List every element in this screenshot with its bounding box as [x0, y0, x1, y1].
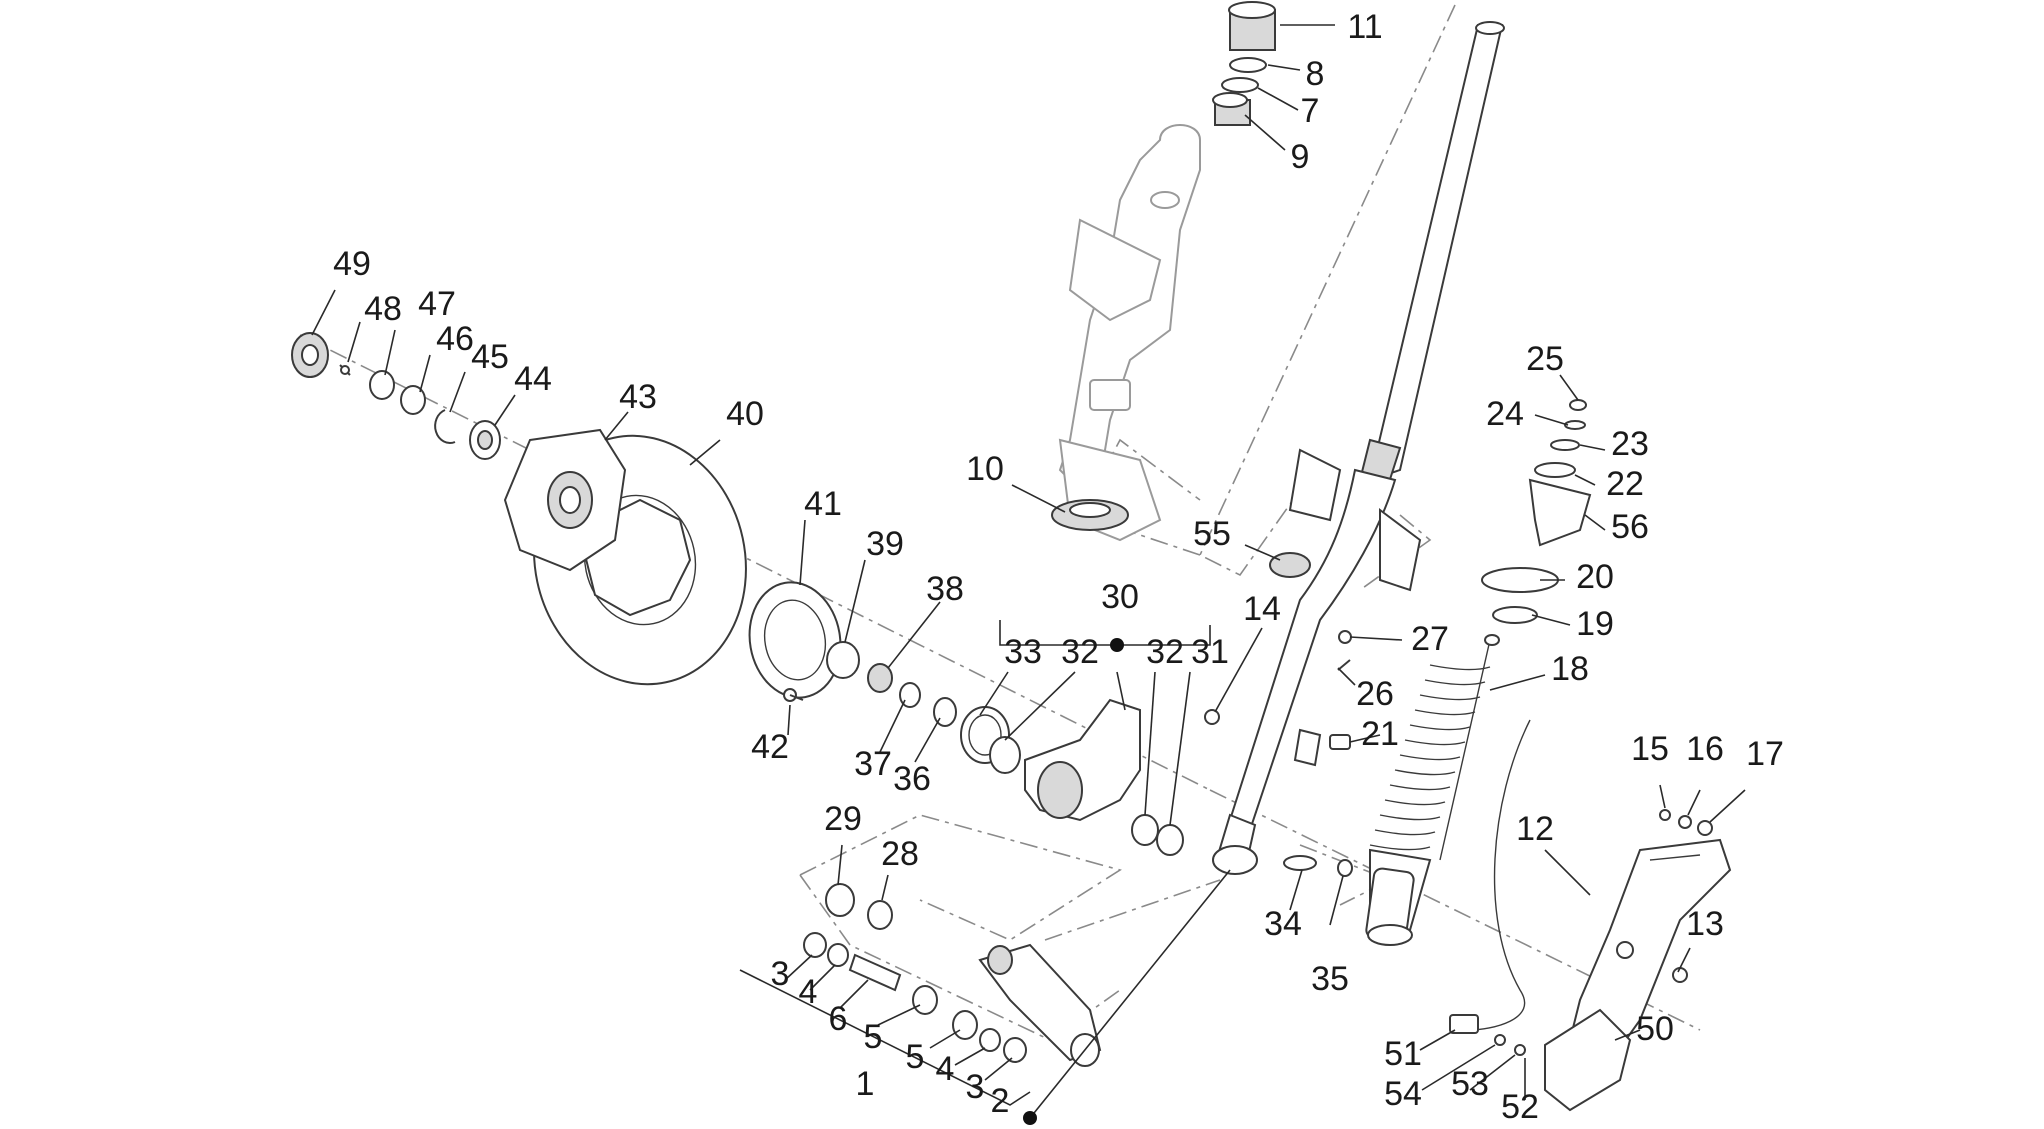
callout-9: 9: [1291, 138, 1310, 176]
callout-38: 38: [926, 570, 964, 608]
callout-4b: 4: [936, 1050, 955, 1088]
callout-46: 46: [436, 320, 474, 358]
callout-3b: 3: [966, 1068, 985, 1106]
callout-20: 20: [1576, 558, 1614, 596]
leader-lines: [311, 24, 1746, 1125]
frame-headstock-ghost: [1058, 124, 1201, 542]
callout-41: 41: [804, 485, 842, 523]
tone-ring: [748, 581, 842, 699]
shock-spring: [1369, 664, 1491, 851]
callout-11: 11: [1347, 8, 1382, 46]
callout-36: 36: [893, 760, 931, 798]
callout-56: 56: [1611, 508, 1649, 546]
callout-23: 23: [1611, 425, 1649, 463]
callout-42: 42: [751, 728, 789, 766]
callout-43: 43: [619, 378, 657, 416]
callout-50: 50: [1636, 1010, 1674, 1048]
callout-5a: 5: [864, 1018, 883, 1056]
callout-18: 18: [1551, 650, 1589, 688]
callout-25: 25: [1526, 340, 1564, 378]
callout-34: 34: [1264, 905, 1302, 943]
callout-17: 17: [1746, 735, 1784, 773]
callout-10: 10: [966, 450, 1004, 488]
steering-tube: [1212, 21, 1505, 875]
abs-sensor: [1449, 719, 1632, 1112]
callout-49: 49: [333, 245, 371, 283]
callout-4a: 4: [799, 973, 818, 1011]
callout-27: 27: [1411, 620, 1449, 658]
shock-absorber: [1365, 634, 1500, 946]
callout-14: 14: [1243, 590, 1281, 628]
callout-7: 7: [1301, 92, 1320, 130]
callout-31: 31: [1191, 633, 1229, 671]
pivot-parts: [803, 883, 1027, 1063]
callout-53: 53: [1451, 1065, 1489, 1103]
callout-55: 55: [1193, 515, 1231, 553]
callout-32a: 32: [1061, 633, 1099, 671]
reference-dot-2: [1023, 1111, 1037, 1125]
reference-dot-30: [1110, 638, 1124, 652]
callout-39: 39: [866, 525, 904, 563]
callout-24: 24: [1486, 395, 1524, 433]
callout-1: 1: [856, 1065, 875, 1103]
wheel-hub: [503, 428, 627, 572]
callout-54: 54: [1384, 1075, 1422, 1113]
callout-12: 12: [1516, 810, 1554, 848]
callout-32b: 32: [1146, 633, 1184, 671]
callout-3a: 3: [771, 955, 790, 993]
callout-21: 21: [1361, 715, 1399, 753]
callout-labels: 1 2 3 3 4 4 5 5 6 7 8 9 10 11 12 13 14 1…: [333, 8, 1784, 1126]
assembly-lines: [299, 4, 1701, 1041]
callout-29: 29: [824, 800, 862, 838]
callout-19: 19: [1576, 605, 1614, 643]
callout-48: 48: [364, 290, 402, 328]
callout-28: 28: [881, 835, 919, 873]
callout-40: 40: [726, 395, 764, 433]
callout-6: 6: [829, 1000, 848, 1038]
callout-8: 8: [1306, 55, 1325, 93]
callout-13: 13: [1686, 905, 1724, 943]
callout-35: 35: [1311, 960, 1349, 998]
callout-45: 45: [471, 338, 509, 376]
misc-small-parts: [1051, 399, 1592, 877]
callout-47: 47: [418, 285, 456, 323]
callout-51: 51: [1384, 1035, 1422, 1073]
callout-15: 15: [1631, 730, 1669, 768]
callout-44: 44: [514, 360, 552, 398]
caliper-assembly: [960, 698, 1184, 856]
hub-nut-stack: [291, 332, 501, 460]
callout-5b: 5: [906, 1038, 925, 1076]
callout-2: 2: [991, 1082, 1010, 1120]
callout-33: 33: [1004, 633, 1042, 671]
callout-16: 16: [1686, 730, 1724, 768]
callout-30: 30: [1101, 578, 1139, 616]
callout-52: 52: [1501, 1088, 1539, 1126]
callout-22: 22: [1606, 465, 1644, 503]
steering-head-stack: [1212, 1, 1276, 126]
callout-26: 26: [1356, 675, 1394, 713]
callout-37: 37: [854, 745, 892, 783]
